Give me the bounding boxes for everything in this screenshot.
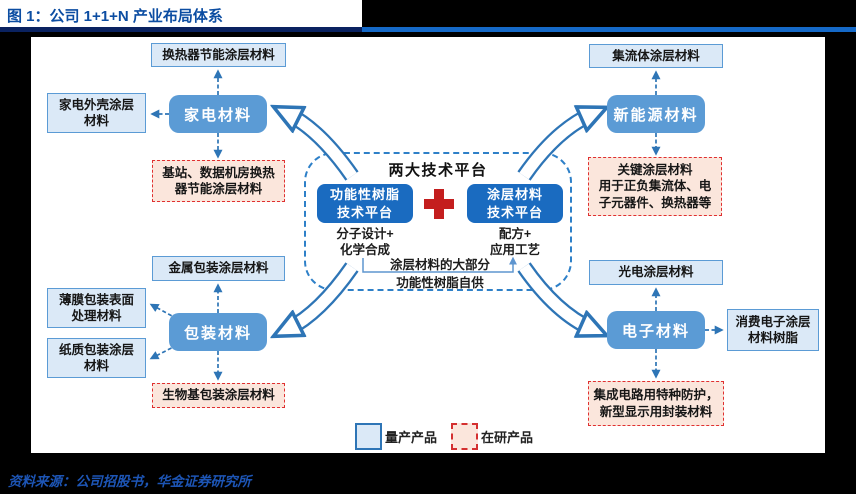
coating-material-desc: 配方+ 应用工艺	[489, 226, 540, 257]
box-base-station-coating: 基站、数据机房换热 器节能涂层材料	[152, 160, 285, 202]
two-platforms-title: 两大技术平台	[388, 161, 488, 179]
box-ic-protection-materials: 集成电路用特种防护， 新型显示用封装材料	[588, 381, 724, 426]
box-functional-resin-platform: 功能性树脂 技术平台	[317, 184, 413, 223]
box-current-collector-coating: 集流体涂层材料	[589, 44, 723, 68]
hub-home-appliance-materials: 家电材料	[169, 95, 267, 133]
source-text: 资料来源：公司招股书，华金证券研究所	[8, 474, 251, 489]
box-key-coating-materials: 关键涂层材料 用于正负集流体、电 子元器件、换热器等	[588, 157, 722, 216]
title-rule-navy	[0, 27, 362, 32]
hub-new-energy-materials: 新能源材料	[607, 95, 705, 133]
box-metal-packaging-coating: 金属包装涂层材料	[152, 256, 285, 281]
box-consumer-electronics-resin: 消费电子涂层 材料树脂	[727, 309, 819, 351]
functional-resin-desc: 分子设计+ 化学合成	[336, 226, 394, 257]
legend-in-development-swatch	[451, 423, 478, 450]
box-bio-based-packaging-coating: 生物基包装涂层材料	[152, 383, 285, 408]
self-supply-note-line2: 功能性树脂自供	[396, 275, 484, 290]
box-paper-packaging-coating: 纸质包装涂层 材料	[47, 338, 146, 378]
legend-mass-production-label: 量产产品	[385, 430, 438, 445]
self-supply-note-line1: 涂层材料的大部分	[389, 257, 490, 272]
hub-electronic-materials: 电子材料	[607, 311, 705, 349]
box-optoelectronic-coating: 光电涂层材料	[589, 260, 723, 285]
box-heat-exchanger-coating: 换热器节能涂层材料	[151, 43, 286, 67]
box-film-packaging-surface: 薄膜包装表面 处理材料	[47, 288, 146, 328]
plus-icon	[424, 189, 454, 219]
figure-title: 图 1：公司 1+1+N 产业布局体系	[7, 8, 223, 25]
box-appliance-shell-coating: 家电外壳涂层 材料	[47, 93, 146, 133]
title-background	[0, 0, 362, 28]
title-rule-blue	[0, 27, 856, 32]
legend-in-development-label: 在研产品	[481, 430, 534, 445]
box-coating-material-platform: 涂层材料 技术平台	[467, 184, 563, 223]
hub-packaging-materials: 包装材料	[169, 313, 267, 351]
legend-mass-production-swatch	[355, 423, 382, 450]
